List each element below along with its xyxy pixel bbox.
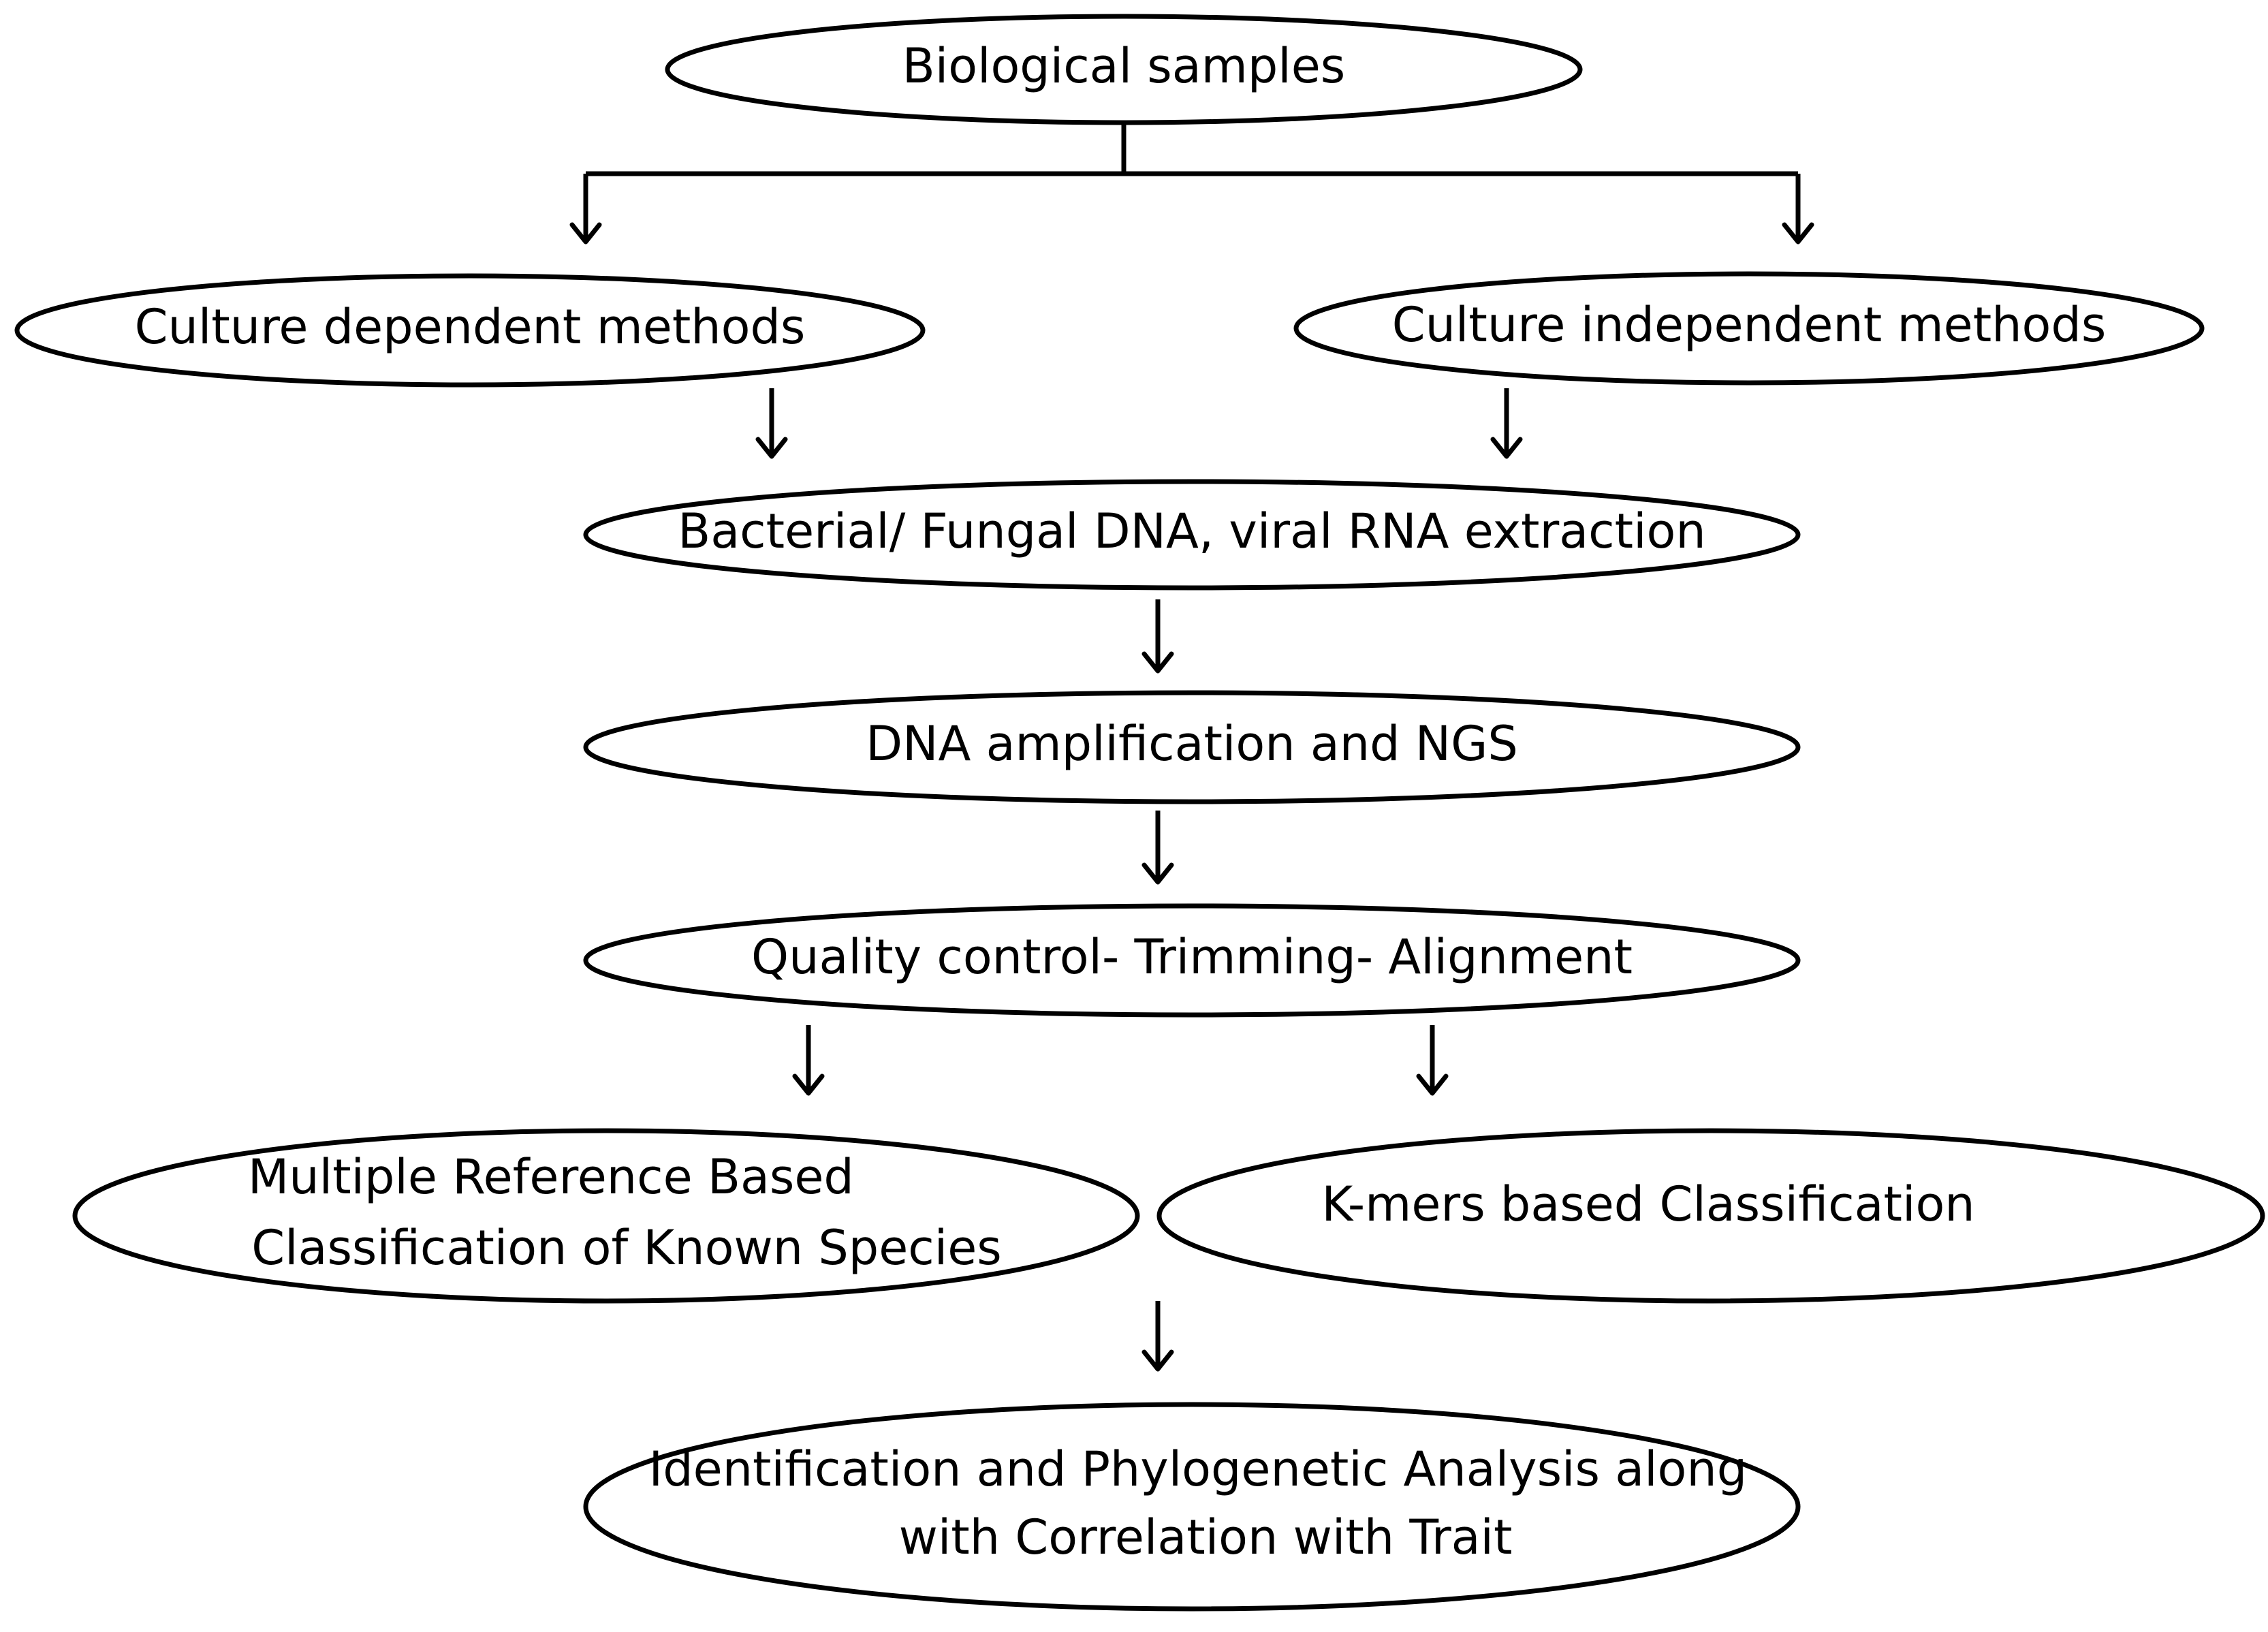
node-label: Identification and Phylogenetic Analysis… — [649, 1441, 1763, 1565]
node-culture-dependent: Culture dependent methods — [14, 273, 926, 388]
arrowhead-qc-reference — [792, 1073, 825, 1096]
node-label: Bacterial/ Fungal DNA, viral RNA extract… — [678, 503, 1706, 559]
node-label: Culture dependent methods — [135, 299, 806, 355]
node-kmers-based: K-mers based Classification — [1156, 1128, 2265, 1304]
node-quality-control: Quality control- Trimming- Alignment — [583, 903, 1801, 1018]
arrowhead-qc-kmers — [1416, 1073, 1449, 1096]
node-label: Multiple Reference Based Classification … — [248, 1149, 1002, 1276]
arrowhead-split-right — [1782, 222, 1814, 245]
node-label: DNA amplification and NGS — [866, 716, 1518, 772]
node-extraction: Bacterial/ Fungal DNA, viral RNA extract… — [583, 479, 1801, 591]
node-label: Quality control- Trimming- Alignment — [751, 929, 1633, 985]
node-amplification: DNA amplification and NGS — [583, 690, 1801, 804]
arrowhead-amplification-qc — [1141, 862, 1174, 885]
node-label: Culture independent methods — [1392, 297, 2107, 353]
node-label: Biological samples — [902, 38, 1346, 94]
node-biological-samples: Biological samples — [665, 14, 1583, 125]
arrowhead-dependent-extraction — [755, 437, 788, 459]
node-label: K-mers based Classification — [1321, 1176, 1974, 1232]
arrowhead-split-left — [569, 222, 602, 245]
node-identification: Identification and Phylogenetic Analysis… — [583, 1402, 1801, 1612]
connectors — [569, 123, 1814, 1372]
node-reference-based: Multiple Reference Based Classification … — [72, 1128, 1140, 1304]
arrowhead-classification-identification — [1141, 1349, 1174, 1372]
arrowhead-extraction-amplification — [1141, 651, 1174, 674]
arrowhead-independent-extraction — [1490, 437, 1523, 459]
node-culture-independent: Culture independent methods — [1293, 271, 2205, 386]
